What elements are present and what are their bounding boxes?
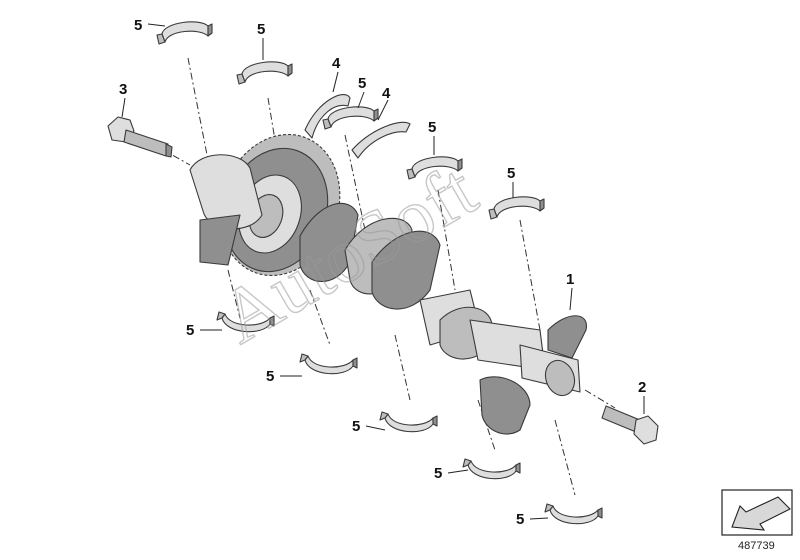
bolt-left-part (107, 116, 173, 158)
callout-shell-center: 5 (358, 75, 366, 92)
thrust-washers (304, 94, 411, 159)
upper-shell-5 (488, 196, 545, 220)
callout-bolt-right: 2 (638, 379, 646, 396)
timing-gear-part (189, 133, 341, 277)
callout-labels: 5 5 3 4 5 4 5 5 1 2 5 5 5 5 5 (119, 17, 646, 528)
callout-shell-lower-5: 5 (516, 511, 524, 528)
navigation-arrow-box[interactable] (721, 489, 793, 536)
callout-bolt-left: 3 (119, 81, 127, 98)
callout-shell-far-right: 5 (507, 165, 515, 182)
upper-shell-3 (322, 106, 379, 130)
callout-shell-lower-2: 5 (266, 368, 274, 385)
arrow-down-left-icon (731, 496, 791, 531)
callout-shell-lower-1: 5 (186, 322, 194, 339)
upper-shell-2 (236, 61, 293, 85)
leader-lines (121, 23, 645, 520)
lower-shell-2 (299, 353, 358, 375)
upper-shell-1 (156, 21, 213, 45)
lower-shell-5 (544, 503, 603, 525)
callout-shell-lower-4: 5 (434, 465, 442, 482)
callout-shell-lower-3: 5 (352, 418, 360, 435)
reference-number: 487739 (738, 540, 775, 552)
callout-crankshaft: 1 (566, 271, 574, 288)
callout-washer-a: 4 (332, 55, 341, 72)
crankshaft-part (299, 202, 587, 435)
callout-shell-right: 5 (428, 119, 436, 136)
callout-shell-top-left: 5 (134, 17, 142, 34)
lower-shell-4 (462, 458, 521, 480)
callout-washer-b: 4 (382, 85, 391, 102)
lower-shell-3 (379, 411, 438, 433)
callout-shell-top: 5 (257, 21, 265, 38)
bolt-right-part (601, 405, 659, 445)
